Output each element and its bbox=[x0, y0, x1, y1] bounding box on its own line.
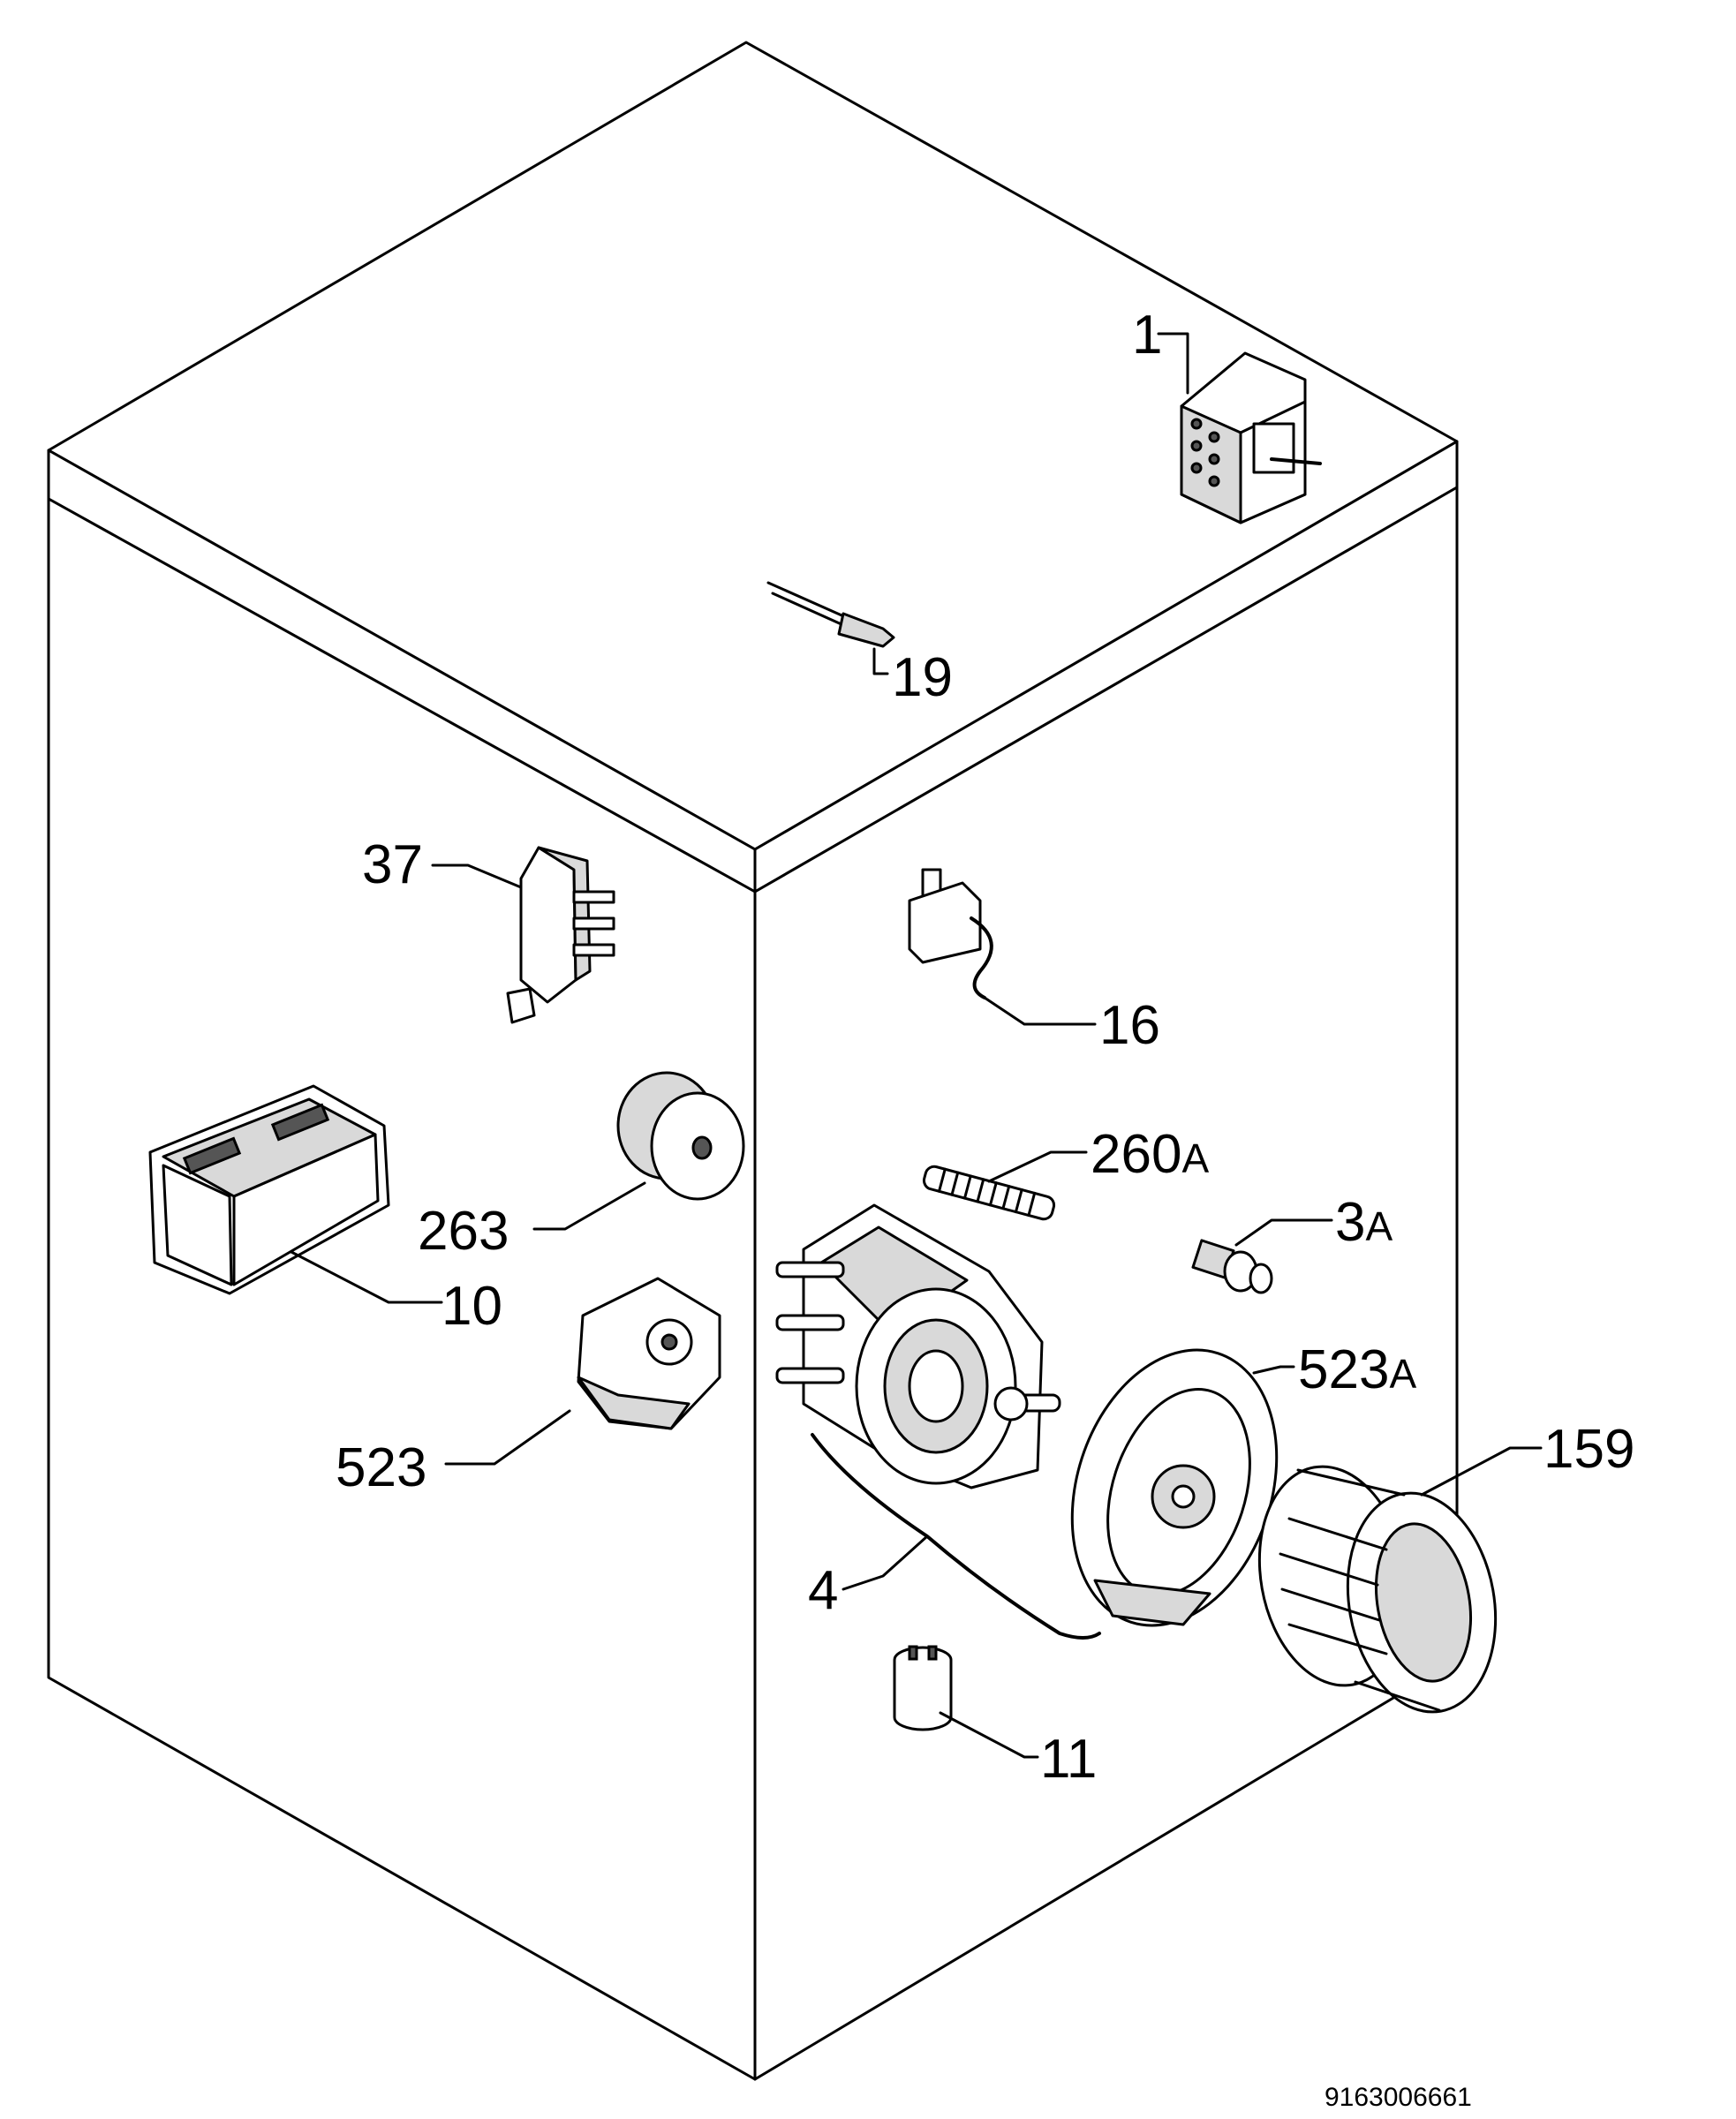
callout-523a-suffix: A bbox=[1389, 1351, 1416, 1397]
part-1-timer bbox=[1157, 332, 1322, 524]
part-16-microswitch bbox=[908, 868, 1097, 1026]
leader-line-260a bbox=[987, 1150, 1088, 1183]
leader-line-19 bbox=[872, 647, 889, 675]
callout-1: 1 bbox=[1132, 305, 1162, 366]
part-523a-fan-housing bbox=[1070, 1348, 1295, 1627]
callout-523a: 523A bbox=[1298, 1339, 1416, 1400]
leader-line-3a bbox=[1234, 1218, 1333, 1247]
callout-37: 37 bbox=[362, 834, 423, 895]
drawing-number: 9163006661 bbox=[1325, 2083, 1472, 2112]
part-19-sensor bbox=[766, 581, 895, 675]
leader-line-523a bbox=[1252, 1365, 1295, 1375]
leader-line-11 bbox=[939, 1711, 1039, 1759]
callout-19: 19 bbox=[892, 647, 953, 708]
callout-11: 11 bbox=[1040, 1729, 1097, 1790]
part-3a-sensor bbox=[1191, 1218, 1333, 1294]
callout-3a: 3A bbox=[1335, 1192, 1393, 1253]
cabinet-outline bbox=[47, 41, 1459, 2081]
leader-line-523 bbox=[444, 1409, 571, 1466]
callout-523: 523 bbox=[336, 1437, 426, 1498]
part-523-bracket bbox=[444, 1277, 721, 1466]
part-11-capacitor bbox=[893, 1645, 1039, 1759]
callout-3a-number: 3 bbox=[1335, 1192, 1365, 1253]
callout-523a-number: 523 bbox=[1298, 1339, 1389, 1400]
callout-260a-suffix: A bbox=[1181, 1135, 1209, 1181]
part-4-motor bbox=[775, 1203, 1101, 1640]
leader-line-10 bbox=[290, 1250, 443, 1304]
leader-line-159 bbox=[1420, 1446, 1543, 1497]
part-263-pulley bbox=[532, 1071, 745, 1231]
callout-263: 263 bbox=[418, 1201, 509, 1262]
part-260a-spring bbox=[922, 1150, 1088, 1221]
part-37-terminal-block bbox=[431, 846, 615, 1024]
callout-260a: 260A bbox=[1091, 1124, 1209, 1185]
callout-260a-number: 260 bbox=[1091, 1124, 1181, 1185]
part-10-filter bbox=[148, 1084, 443, 1304]
callout-159: 159 bbox=[1544, 1419, 1634, 1480]
leader-line-16 bbox=[983, 996, 1097, 1026]
callout-16: 16 bbox=[1099, 995, 1160, 1056]
leader-line-263 bbox=[532, 1181, 646, 1231]
leader-line-37 bbox=[431, 863, 523, 889]
callout-4: 4 bbox=[808, 1560, 838, 1621]
callout-10: 10 bbox=[442, 1276, 502, 1337]
leader-line-4 bbox=[842, 1535, 929, 1591]
callout-3a-suffix: A bbox=[1365, 1203, 1393, 1249]
part-159-fan-impeller bbox=[1257, 1446, 1543, 1714]
leader-line-1 bbox=[1157, 332, 1189, 395]
